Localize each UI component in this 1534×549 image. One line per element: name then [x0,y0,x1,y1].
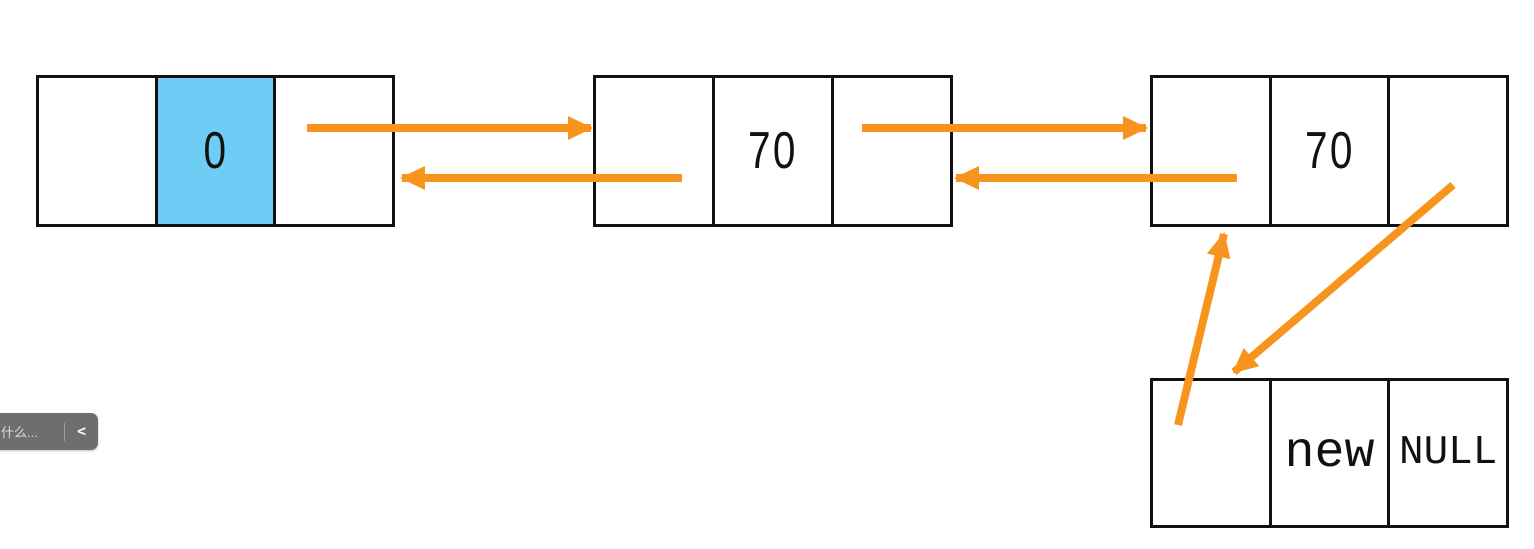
data-cell-highlighted: 0 [154,78,274,224]
side-tab-label: 什么... [1,425,38,440]
next-pointer-cell [831,78,950,224]
list-node-new: new NULL [1150,378,1509,528]
list-node-middle: 70 [593,75,953,227]
cell-value: 0 [203,122,228,180]
cell-value: NULL [1398,430,1498,476]
data-cell: 70 [712,78,831,224]
next-pointer-cell [273,78,392,224]
prev-pointer-cell [596,78,712,224]
data-cell: 70 [1268,78,1388,224]
chevron-left-icon[interactable]: < [76,422,87,440]
cell-value: new [1284,424,1375,482]
prev-pointer-cell [1153,381,1269,525]
data-cell: new [1268,381,1388,525]
list-node-tail: 70 [1150,75,1509,227]
prev-pointer-cell [39,78,155,224]
prev-pointer-cell [1153,78,1269,224]
side-tab-divider [64,422,65,441]
collapsed-side-panel-tab[interactable]: 什么... < [0,413,98,450]
cell-value: 70 [748,122,798,180]
next-pointer-cell [1387,78,1506,224]
list-node-head: 0 [36,75,395,227]
next-pointer-cell: NULL [1387,381,1506,525]
cell-value: 70 [1304,122,1355,180]
